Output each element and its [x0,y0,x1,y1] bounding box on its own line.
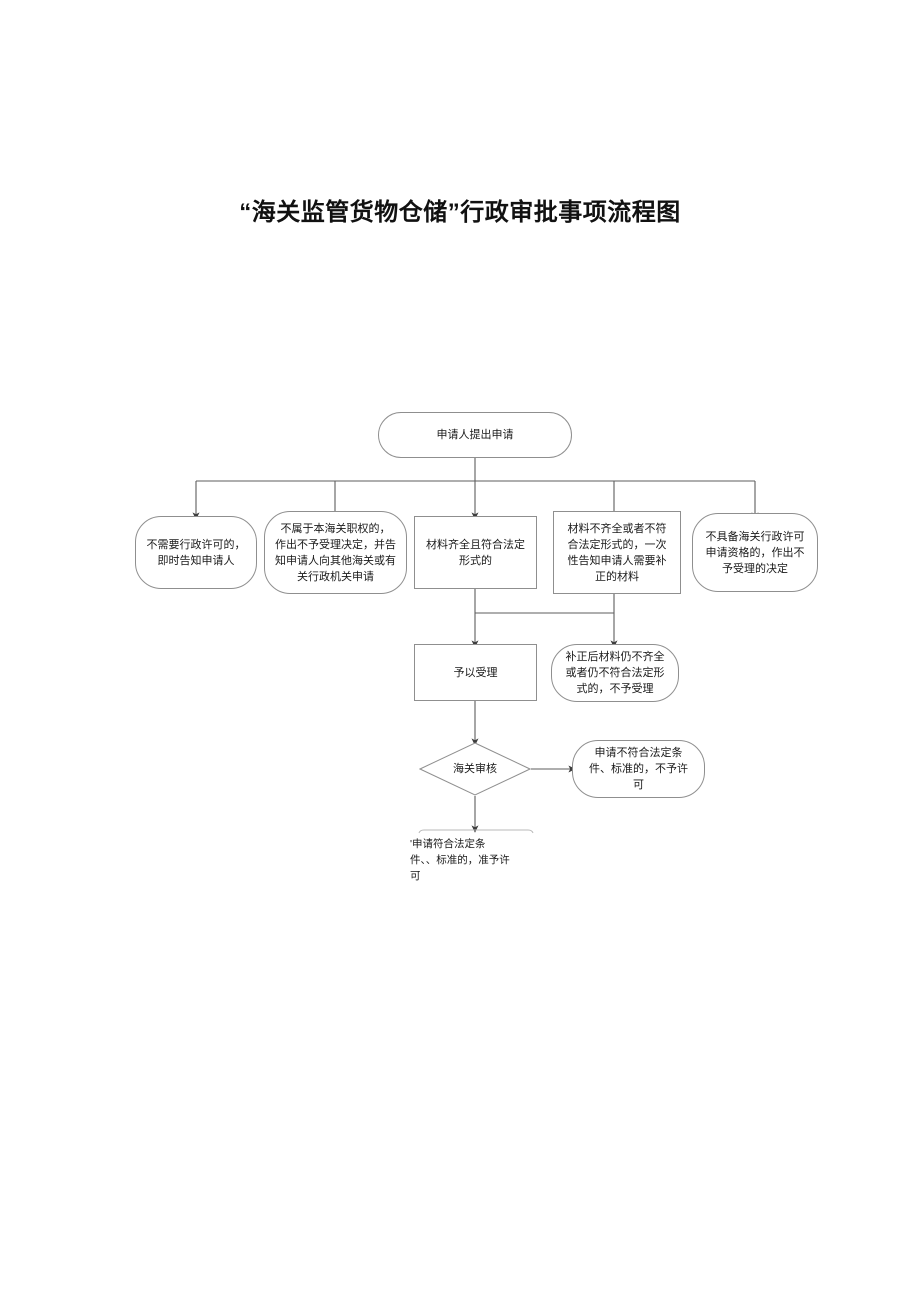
node-reject-after-correction[interactable]: 补正后材料仍不齐全 或者仍不符合法定形 式的，不予受理 [551,644,679,702]
node-approved-note: '申请符合法定条 件、、标准的，准予许 可 [410,838,510,882]
node-not-jurisdiction[interactable]: 不属于本海关职权的， 作出不予受理决定，并告 知申请人向其他海关或有 关行政机关… [264,511,407,594]
node-not-approved-label: 申请不符合法定条 件、标准的，不予许 可 [589,747,688,791]
node-start[interactable]: 申请人提出申请 [378,412,572,458]
node-accept[interactable]: 予以受理 [414,644,537,701]
node-not-qualified[interactable]: 不具备海关行政许可 申请资格的，作出不 予受理的决定 [692,513,818,592]
page-title: “海关监管货物仓储”行政审批事项流程图 [239,199,681,226]
node-no-permit-needed[interactable]: 不需要行政许可的， 即时告知申请人 [135,516,257,589]
node-materials-incomplete-label: 材料不齐全或者不符 合法定形式的，一次 性告知申请人需要补 正的材料 [567,522,667,583]
node-reject-after-correction-label: 补正后材料仍不齐全 或者仍不符合法定形 式的，不予受理 [565,651,665,695]
node-not-jurisdiction-label: 不属于本海关职权的， 作出不予受理决定，并告 知申请人向其他海关或有 关行政机关… [275,522,396,583]
node-not-qualified-label: 不具备海关行政许可 申请资格的，作出不 予受理的决定 [705,530,805,575]
node-start-label: 申请人提出申请 [436,429,514,441]
node-materials-complete[interactable]: 材料齐全且符合法定 形式的 [414,516,537,589]
node-materials-incomplete[interactable]: 材料不齐全或者不符 合法定形式的，一次 性告知申请人需要补 正的材料 [553,511,681,594]
node-accept-label: 予以受理 [453,666,498,679]
node-not-approved[interactable]: 申请不符合法定条 件、标准的，不予许 可 [572,740,705,798]
node-materials-complete-label: 材料齐全且符合法定 形式的 [426,538,525,567]
node-customs-review[interactable]: 海关审核 [419,742,531,796]
node-no-permit-needed-label: 不需要行政许可的， 即时告知申请人 [146,538,246,567]
